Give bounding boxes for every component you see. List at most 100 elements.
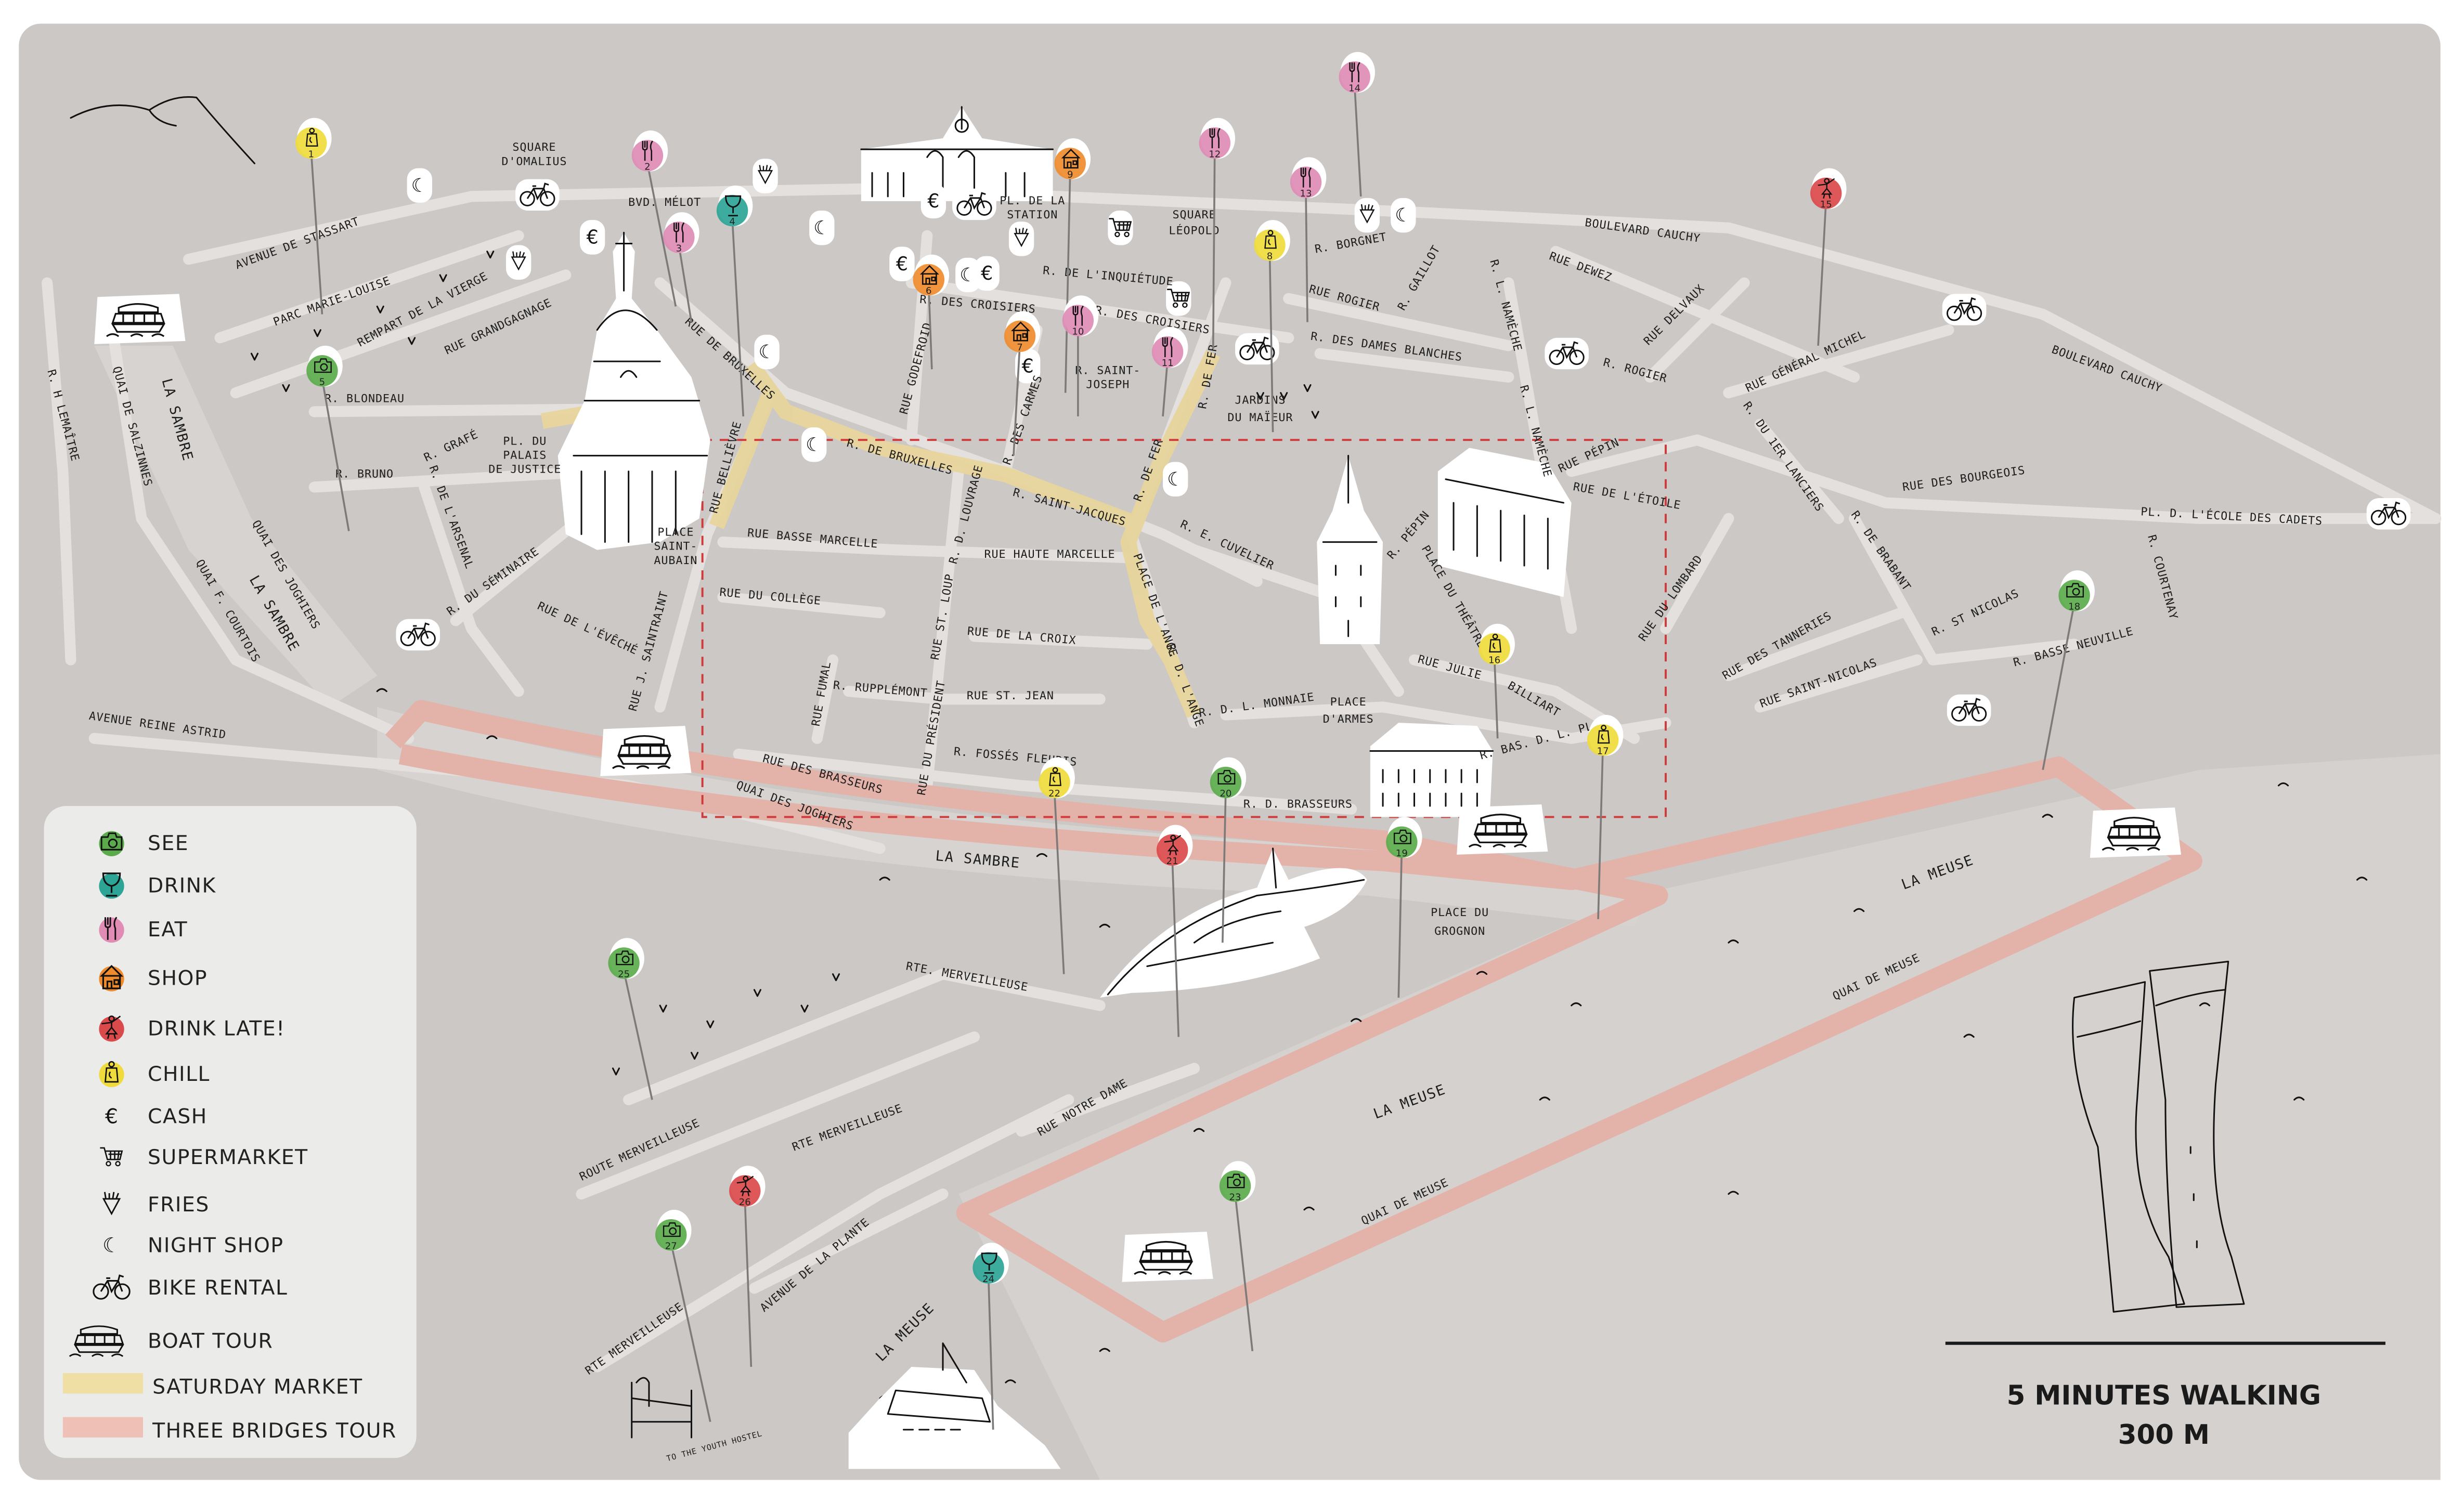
cash-euro-icon[interactable]: € <box>580 220 605 255</box>
night-shop-moon-icon[interactable]: ☾ <box>407 168 432 203</box>
marker-pin <box>987 1275 994 1430</box>
marker-number: 22 <box>1048 788 1060 799</box>
marker-pin <box>1064 171 1071 393</box>
old-town-focus-frame <box>701 439 1667 818</box>
supermarket-cart-icon[interactable] <box>1108 211 1133 245</box>
marker-see-19[interactable]: 19 <box>1386 817 1422 998</box>
marker-drink-4[interactable]: 4 <box>716 185 753 416</box>
bike-rental-icon[interactable] <box>1545 337 1589 370</box>
marker-number: 5 <box>319 376 326 387</box>
stockings-drawing <box>2072 960 2245 1313</box>
cash-euro-icon[interactable]: € <box>889 246 915 282</box>
street-label-r-blondeau: R. BLONDEAU <box>325 393 405 406</box>
marker-shop-6[interactable]: 6 <box>913 254 950 370</box>
legend-label: DRINK LATE! <box>148 1017 285 1040</box>
street-label-station: STATION <box>1007 208 1058 221</box>
bike-rental-icon[interactable] <box>1947 694 1991 726</box>
marker-see-23[interactable]: 23 <box>1219 1161 1256 1351</box>
bike-rental-icon[interactable] <box>1235 333 1279 365</box>
bike-rental-icon[interactable] <box>952 188 996 220</box>
numbered-markers: 1234567891011121314151617181920212223242… <box>295 51 2095 1430</box>
marker-pin <box>1305 190 1308 322</box>
legend-label: SHOP <box>148 967 208 990</box>
bike-rental-icon[interactable] <box>396 619 440 651</box>
marker-see-5[interactable]: 5 <box>306 345 350 531</box>
marker-number: 1 <box>308 149 315 160</box>
marker-pin <box>1397 850 1403 998</box>
marker-shop-7[interactable]: 7 <box>1004 311 1041 456</box>
street-label-rue-haute-marcelle: RUE HAUTE MARCELLE <box>984 548 1115 561</box>
marker-pin <box>928 288 933 370</box>
marker-dot <box>1039 766 1070 799</box>
marker-pin <box>731 218 745 416</box>
marker-see-20[interactable]: 20 <box>1210 757 1247 943</box>
marker-eat-13[interactable]: 13 <box>1290 157 1327 322</box>
night-shop-moon-icon[interactable]: ☾ <box>1163 462 1188 497</box>
marker-dot <box>631 140 664 172</box>
street-label-place: PLACE <box>657 526 694 539</box>
night-shop-moon-icon[interactable]: ☾ <box>754 334 780 370</box>
park-grass-marks <box>250 251 1319 1076</box>
boat-tour-icon[interactable] <box>1457 804 1548 855</box>
legend-item-night-shop: ☾NIGHT SHOP <box>102 1234 283 1257</box>
marker-drink-late-15[interactable]: 15 <box>1810 168 1847 346</box>
marker-chill-1[interactable]: 1 <box>295 117 332 315</box>
marker-dot <box>663 221 695 253</box>
marker-drink-late-21[interactable]: 21 <box>1156 825 1193 1037</box>
marker-chill-8[interactable]: 8 <box>1254 220 1290 433</box>
svg-text:☾: ☾ <box>813 216 831 239</box>
street-label-d-omalius: D'OMALIUS <box>501 155 567 168</box>
marker-chill-17[interactable]: 17 <box>1587 715 1624 919</box>
cash-euro-icon[interactable]: € <box>1015 348 1041 384</box>
marker-shop-9[interactable]: 9 <box>1054 138 1091 393</box>
night-shop-moon-icon[interactable]: ☾ <box>801 427 827 462</box>
marker-eat-2[interactable]: 2 <box>631 130 677 307</box>
supermarket-cart-icon[interactable] <box>1166 281 1191 316</box>
fries-icon[interactable] <box>505 245 531 280</box>
legend-label: CHILL <box>148 1063 210 1086</box>
cash-euro-icon[interactable]: € <box>920 184 946 219</box>
fries-icon[interactable] <box>1354 198 1380 233</box>
marker-number: 19 <box>1396 848 1408 859</box>
marker-dot <box>1054 148 1086 179</box>
street-label-saint: SAINT- <box>654 540 697 553</box>
street-label-place-du: PLACE DU <box>1431 906 1489 919</box>
marker-drink-24[interactable]: 24 <box>972 1243 1009 1430</box>
bike-rental-icon[interactable] <box>515 179 560 211</box>
night-shop-moon-icon[interactable]: ☾ <box>809 211 835 245</box>
legend-swatch-three-bridges-tour <box>62 1417 143 1438</box>
marker-drink-late-26[interactable]: 26 <box>729 1166 766 1367</box>
marker-eat-3[interactable]: 3 <box>663 212 699 322</box>
svg-text:€: € <box>1022 355 1034 377</box>
marker-eat-11[interactable]: 11 <box>1151 326 1188 417</box>
marker-number: 27 <box>665 1240 677 1251</box>
marker-dot <box>1062 305 1094 336</box>
night-shop-moon-icon[interactable]: ☾ <box>955 257 981 293</box>
bike-rental-icon[interactable] <box>2366 498 2411 530</box>
marker-chill-16[interactable]: 16 <box>1479 623 1515 739</box>
boat-tour-icon[interactable] <box>1122 1232 1213 1282</box>
bike-rental-icon[interactable] <box>1942 294 1987 325</box>
marker-see-27[interactable]: 27 <box>655 1209 711 1422</box>
night-shop-moon-icon[interactable]: ☾ <box>1391 198 1416 233</box>
theatre-drawing <box>1437 448 1572 597</box>
boat-tour-icon[interactable] <box>2090 807 2182 858</box>
cash-euro-icon[interactable]: € <box>974 256 1000 291</box>
marker-eat-12[interactable]: 12 <box>1199 117 1236 349</box>
marker-see-25[interactable]: 25 <box>608 938 653 1100</box>
legend-label: SEE <box>148 832 189 855</box>
fries-icon[interactable] <box>753 159 778 193</box>
marker-eat-10[interactable]: 10 <box>1062 295 1099 416</box>
legend-item-eat: EAT <box>99 916 187 943</box>
legend-label: SATURDAY MARKET <box>152 1375 363 1399</box>
marker-see-18[interactable]: 18 <box>2042 570 2095 770</box>
marker-chill-22[interactable]: 22 <box>1039 757 1075 974</box>
boat-tour-icon[interactable] <box>600 726 692 776</box>
boat-tour-icon[interactable] <box>94 294 186 344</box>
fries-icon[interactable] <box>1008 221 1034 256</box>
marker-eat-14[interactable]: 14 <box>1339 51 1375 197</box>
legend-item-cash: €CASH <box>105 1105 206 1129</box>
legend-swatch-saturday-market <box>62 1373 143 1394</box>
